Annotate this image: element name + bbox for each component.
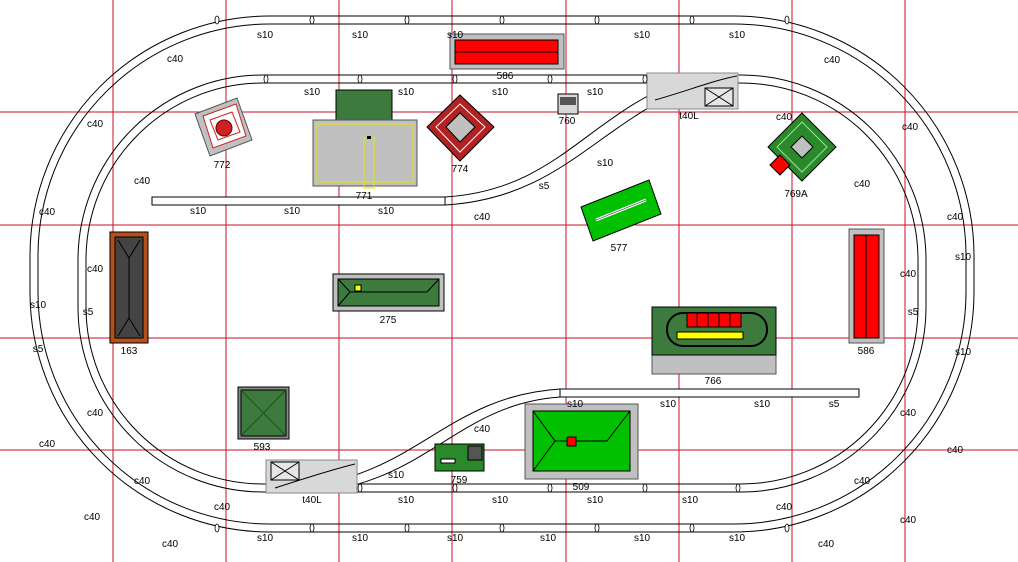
track-label-49: c40 <box>776 502 793 513</box>
building-509[interactable] <box>524 403 639 480</box>
track-label-41: c40 <box>134 476 151 487</box>
track-label-19: s10 <box>284 206 301 217</box>
track-label-25: c40 <box>900 269 917 280</box>
track-label-4: s10 <box>729 30 746 41</box>
building-label-11: 593 <box>254 442 271 453</box>
track-label-5: c40 <box>167 54 184 65</box>
track-label-11: c40 <box>87 119 104 130</box>
track-label-44: s10 <box>398 495 415 506</box>
inner-loop-track <box>77 74 927 493</box>
track-label-1: s10 <box>352 30 369 41</box>
track-label-16: s10 <box>597 158 614 169</box>
track-label-27: s10 <box>955 252 972 263</box>
track-label-28: s10 <box>955 347 972 358</box>
track-label-12: c40 <box>902 122 919 133</box>
turnout-t40l-top[interactable] <box>646 72 739 110</box>
track-label-30: s5 <box>33 344 44 355</box>
building-label-8: 275 <box>380 315 397 326</box>
track-label-29: s5 <box>83 307 94 318</box>
track-label-36: s10 <box>754 399 771 410</box>
track-label-22: c40 <box>39 207 56 218</box>
building-label-9: 586 <box>858 346 875 357</box>
building-label-0: 586 <box>497 71 514 82</box>
building-771[interactable] <box>312 89 418 189</box>
track-label-45: s10 <box>492 495 509 506</box>
building-163[interactable] <box>109 231 149 344</box>
track-label-50: c40 <box>84 512 101 523</box>
building-760[interactable] <box>557 93 579 115</box>
track-label-7: s10 <box>304 87 321 98</box>
track-label-38: c40 <box>474 424 491 435</box>
track-labels: s10 s10 s10 s10 s10 c40 c40 s10 s10 s10 s10 c40 c40 c… <box>30 30 972 550</box>
building-772[interactable] <box>194 97 253 157</box>
track-label-43: s10 <box>388 470 405 481</box>
building-774[interactable] <box>426 94 495 162</box>
track-label-10: s10 <box>587 87 604 98</box>
building-586-right[interactable] <box>848 228 885 344</box>
track-label-52: s10 <box>257 533 274 544</box>
building-label-7: 163 <box>121 346 138 357</box>
building-label-4: 774 <box>452 164 469 175</box>
building-label-10: 766 <box>705 376 722 387</box>
track-label-15: c40 <box>854 179 871 190</box>
building-593[interactable] <box>237 386 290 440</box>
track-label-18: s10 <box>190 206 207 217</box>
track-label-58: c40 <box>162 539 179 550</box>
track-label-40: c40 <box>947 445 964 456</box>
track-label-34: s10 <box>567 399 584 410</box>
building-label-2: 772 <box>214 160 231 171</box>
track-label-47: s10 <box>682 495 699 506</box>
track-label-35: s10 <box>660 399 677 410</box>
turnout-t40l-bottom[interactable] <box>265 459 358 494</box>
track-label-31: s5 <box>908 307 919 318</box>
track-label-48: c40 <box>214 502 231 513</box>
track-label-20: s10 <box>378 206 395 217</box>
building-label-5: 769A <box>784 189 808 200</box>
track-label-56: s10 <box>634 533 651 544</box>
building-labels: 586 760 772 771 774 769A 577 163 275 586 766 593 759… <box>121 71 875 493</box>
building-275[interactable] <box>332 273 445 312</box>
building-759[interactable] <box>434 443 485 472</box>
track-label-6: c40 <box>824 55 841 66</box>
track-label-17: s5 <box>539 181 550 192</box>
building-766[interactable] <box>651 306 777 375</box>
track-label-51: c40 <box>900 515 917 526</box>
track-label-24: c40 <box>87 264 104 275</box>
track-label-14: c40 <box>134 176 151 187</box>
building-label-3: 771 <box>356 191 373 202</box>
track-label-26: s10 <box>30 300 47 311</box>
building-586-top[interactable] <box>449 33 565 70</box>
building-769a[interactable] <box>767 112 837 182</box>
track-label-9: s10 <box>492 87 509 98</box>
turnout-label-0: t40L <box>679 111 699 122</box>
track-label-57: s10 <box>729 533 746 544</box>
track-joiners <box>214 15 790 533</box>
track-label-0: s10 <box>257 30 274 41</box>
track-label-39: c40 <box>39 439 56 450</box>
track-label-59: c40 <box>818 539 835 550</box>
track-label-55: s10 <box>540 533 557 544</box>
track-label-23: c40 <box>947 212 964 223</box>
building-label-1: 760 <box>559 116 576 127</box>
building-577[interactable] <box>580 179 662 242</box>
turnout-label-1: t40L <box>302 495 322 506</box>
track-label-3: s10 <box>634 30 651 41</box>
track-label-53: s10 <box>352 533 369 544</box>
track-label-8: s10 <box>398 87 415 98</box>
track-label-32: c40 <box>87 408 104 419</box>
track-label-37: s5 <box>829 399 840 410</box>
building-label-12: 759 <box>451 475 468 486</box>
building-label-13: 509 <box>573 482 590 493</box>
track-label-21: c40 <box>474 212 491 223</box>
track-label-54: s10 <box>447 533 464 544</box>
track-label-42: c40 <box>854 476 871 487</box>
track-label-13: c40 <box>776 112 793 123</box>
track-label-46: s10 <box>587 495 604 506</box>
track-label-33: c40 <box>900 408 917 419</box>
building-label-6: 577 <box>611 243 628 254</box>
turnout-labels: t40L t40L <box>302 111 699 506</box>
track-label-2: s10 <box>447 30 464 41</box>
